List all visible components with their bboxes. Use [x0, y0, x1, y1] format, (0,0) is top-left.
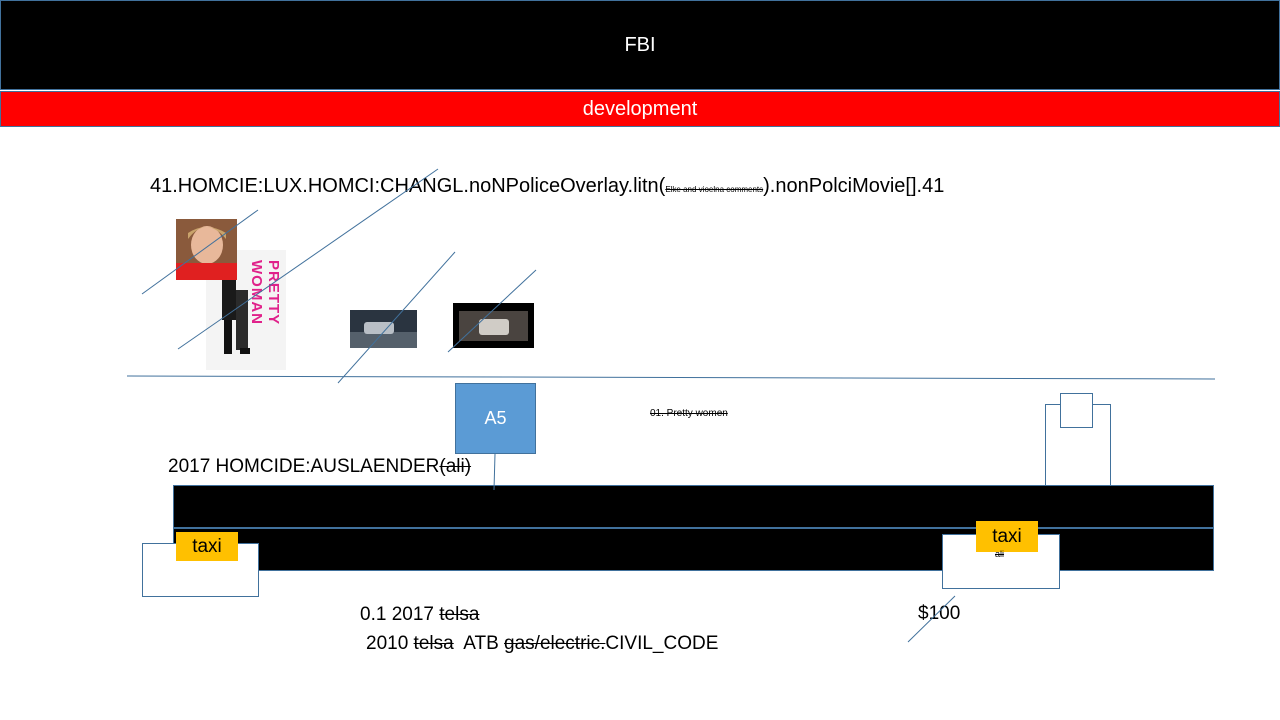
portrait-graphic: [176, 219, 237, 280]
code-line-tail: ).nonPolciMovie[].41: [763, 175, 945, 197]
taxi-left-sign: taxi: [176, 532, 238, 561]
poster-title: PRETTY WOMAN: [248, 260, 282, 325]
road-lane-top: [173, 485, 1214, 528]
bottom-line-1: 0.1 2017 telsa: [360, 604, 479, 626]
price-label: $100: [918, 603, 961, 624]
taxi-right-note: ali: [995, 549, 1005, 559]
movie-still-2-image: [453, 303, 534, 348]
bottom-line-2-struck-2: gas/electric.: [504, 633, 606, 654]
homicide-struck: (ali): [439, 456, 472, 477]
code-line-main: 41.HOMCIE:LUX.HOMCI:CHANGL.noNPoliceOver…: [150, 175, 666, 197]
movie-still-1-image: [350, 310, 417, 348]
taxi-right-sign: taxi: [976, 521, 1038, 552]
taxi-left-label: taxi: [192, 535, 222, 557]
pretty-women-label: 01. Pretty women: [650, 408, 728, 419]
bottom-line-1-prefix: 0.1 2017: [360, 604, 440, 625]
subheader-title: development: [582, 97, 698, 120]
portrait-image: [176, 219, 237, 280]
code-line-note: Elke and vioelna comments: [665, 185, 764, 194]
a5-label: A5: [484, 408, 507, 428]
bottom-line-2-mid: ATB: [453, 633, 505, 654]
bottom-line-2-suffix: CIVIL_CODE: [605, 633, 719, 654]
header-bar: FBI: [0, 0, 1280, 90]
still-1-graphic: [350, 310, 417, 348]
bottom-line-2-prefix: 2010: [366, 633, 414, 654]
divider-line: [126, 375, 1216, 380]
building-top-outline: [1060, 393, 1093, 428]
bottom-line-2: 2010 telsa ATB gas/electric.CIVIL_CODE: [366, 633, 718, 655]
subheader-bar: development: [0, 91, 1280, 127]
code-line: 41.HOMCIE:LUX.HOMCI:CHANGL.noNPoliceOver…: [150, 175, 944, 198]
homicide-text: 2017 HOMCIDE:AUSLAENDER: [168, 456, 440, 477]
bottom-line-2-struck-1: telsa: [413, 633, 454, 654]
bottom-line-1-struck: telsa: [439, 604, 480, 625]
a5-box: A5: [455, 383, 536, 454]
still-2-graphic: [453, 303, 534, 348]
homicide-line: 2017 HOMCIDE:AUSLAENDER(ali): [168, 456, 471, 478]
header-title: FBI: [624, 33, 656, 56]
taxi-right-label: taxi: [992, 525, 1022, 547]
